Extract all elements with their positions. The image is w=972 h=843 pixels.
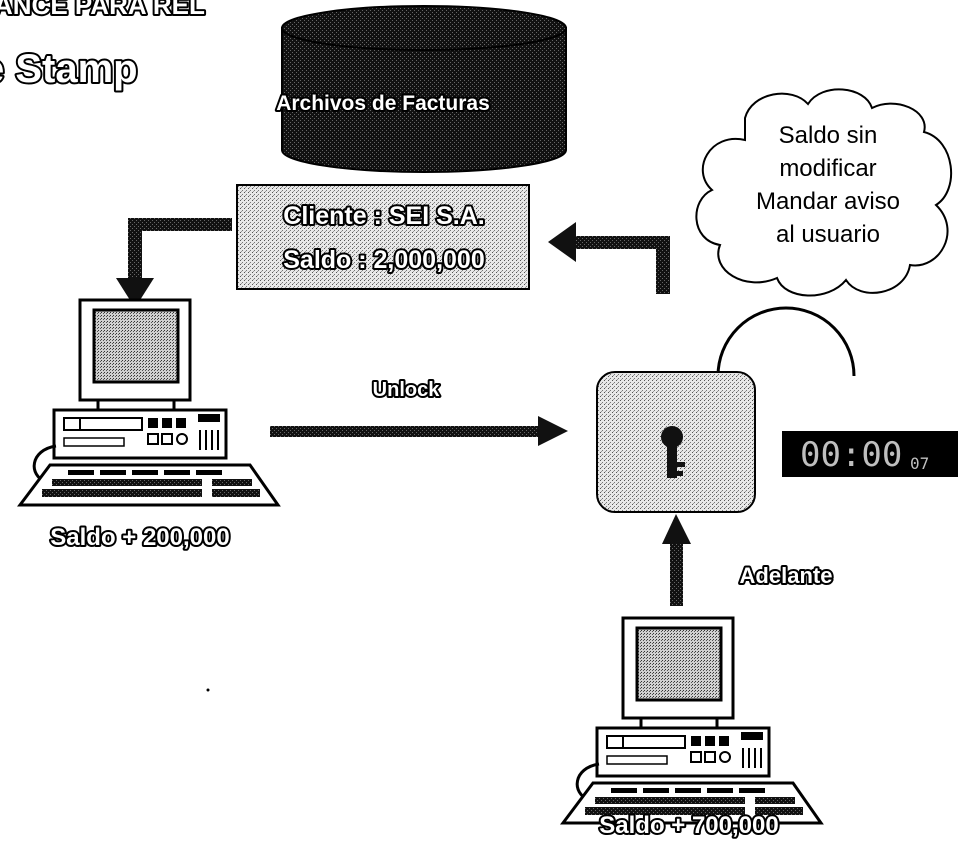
left-computer-icon: [18, 298, 280, 507]
adelante-label: Adelante: [740, 563, 833, 588]
unlock-label: Unlock: [373, 379, 441, 401]
unlock-arrow: [270, 416, 568, 446]
adelante-arrow: [662, 514, 691, 606]
note-line-2: modificar: [779, 155, 876, 182]
left-computer-label: Saldo + 200,000: [50, 524, 229, 551]
arrow-to-record-box: [548, 222, 670, 294]
page-heading: e Stamp: [0, 47, 138, 91]
arrow-to-left-computer: [116, 218, 232, 308]
database-cylinder: [281, 5, 567, 173]
record-balance: Saldo : 2,000,000: [283, 246, 485, 274]
bottom-computer-icon: [561, 616, 823, 825]
padlock-icon: [596, 306, 856, 513]
timer-digits: 00:00: [800, 435, 902, 475]
note-line-4: al usuario: [776, 221, 880, 248]
scan-dot: [206, 688, 210, 692]
record-client: Cliente : SEI S.A.: [283, 202, 484, 230]
note-line-3: Mandar aviso: [756, 188, 900, 215]
database-label: Archivos de Facturas: [276, 92, 490, 115]
timer-display: [782, 431, 958, 477]
timer-suffix: 07: [910, 454, 929, 473]
top-title-fragment: ANCE PARA REL: [0, 0, 205, 20]
note-cloud: [695, 88, 953, 297]
note-line-1: Saldo sin: [779, 122, 878, 149]
record-box: [236, 184, 530, 290]
bottom-computer-label: Saldo + 700,000: [599, 812, 778, 839]
